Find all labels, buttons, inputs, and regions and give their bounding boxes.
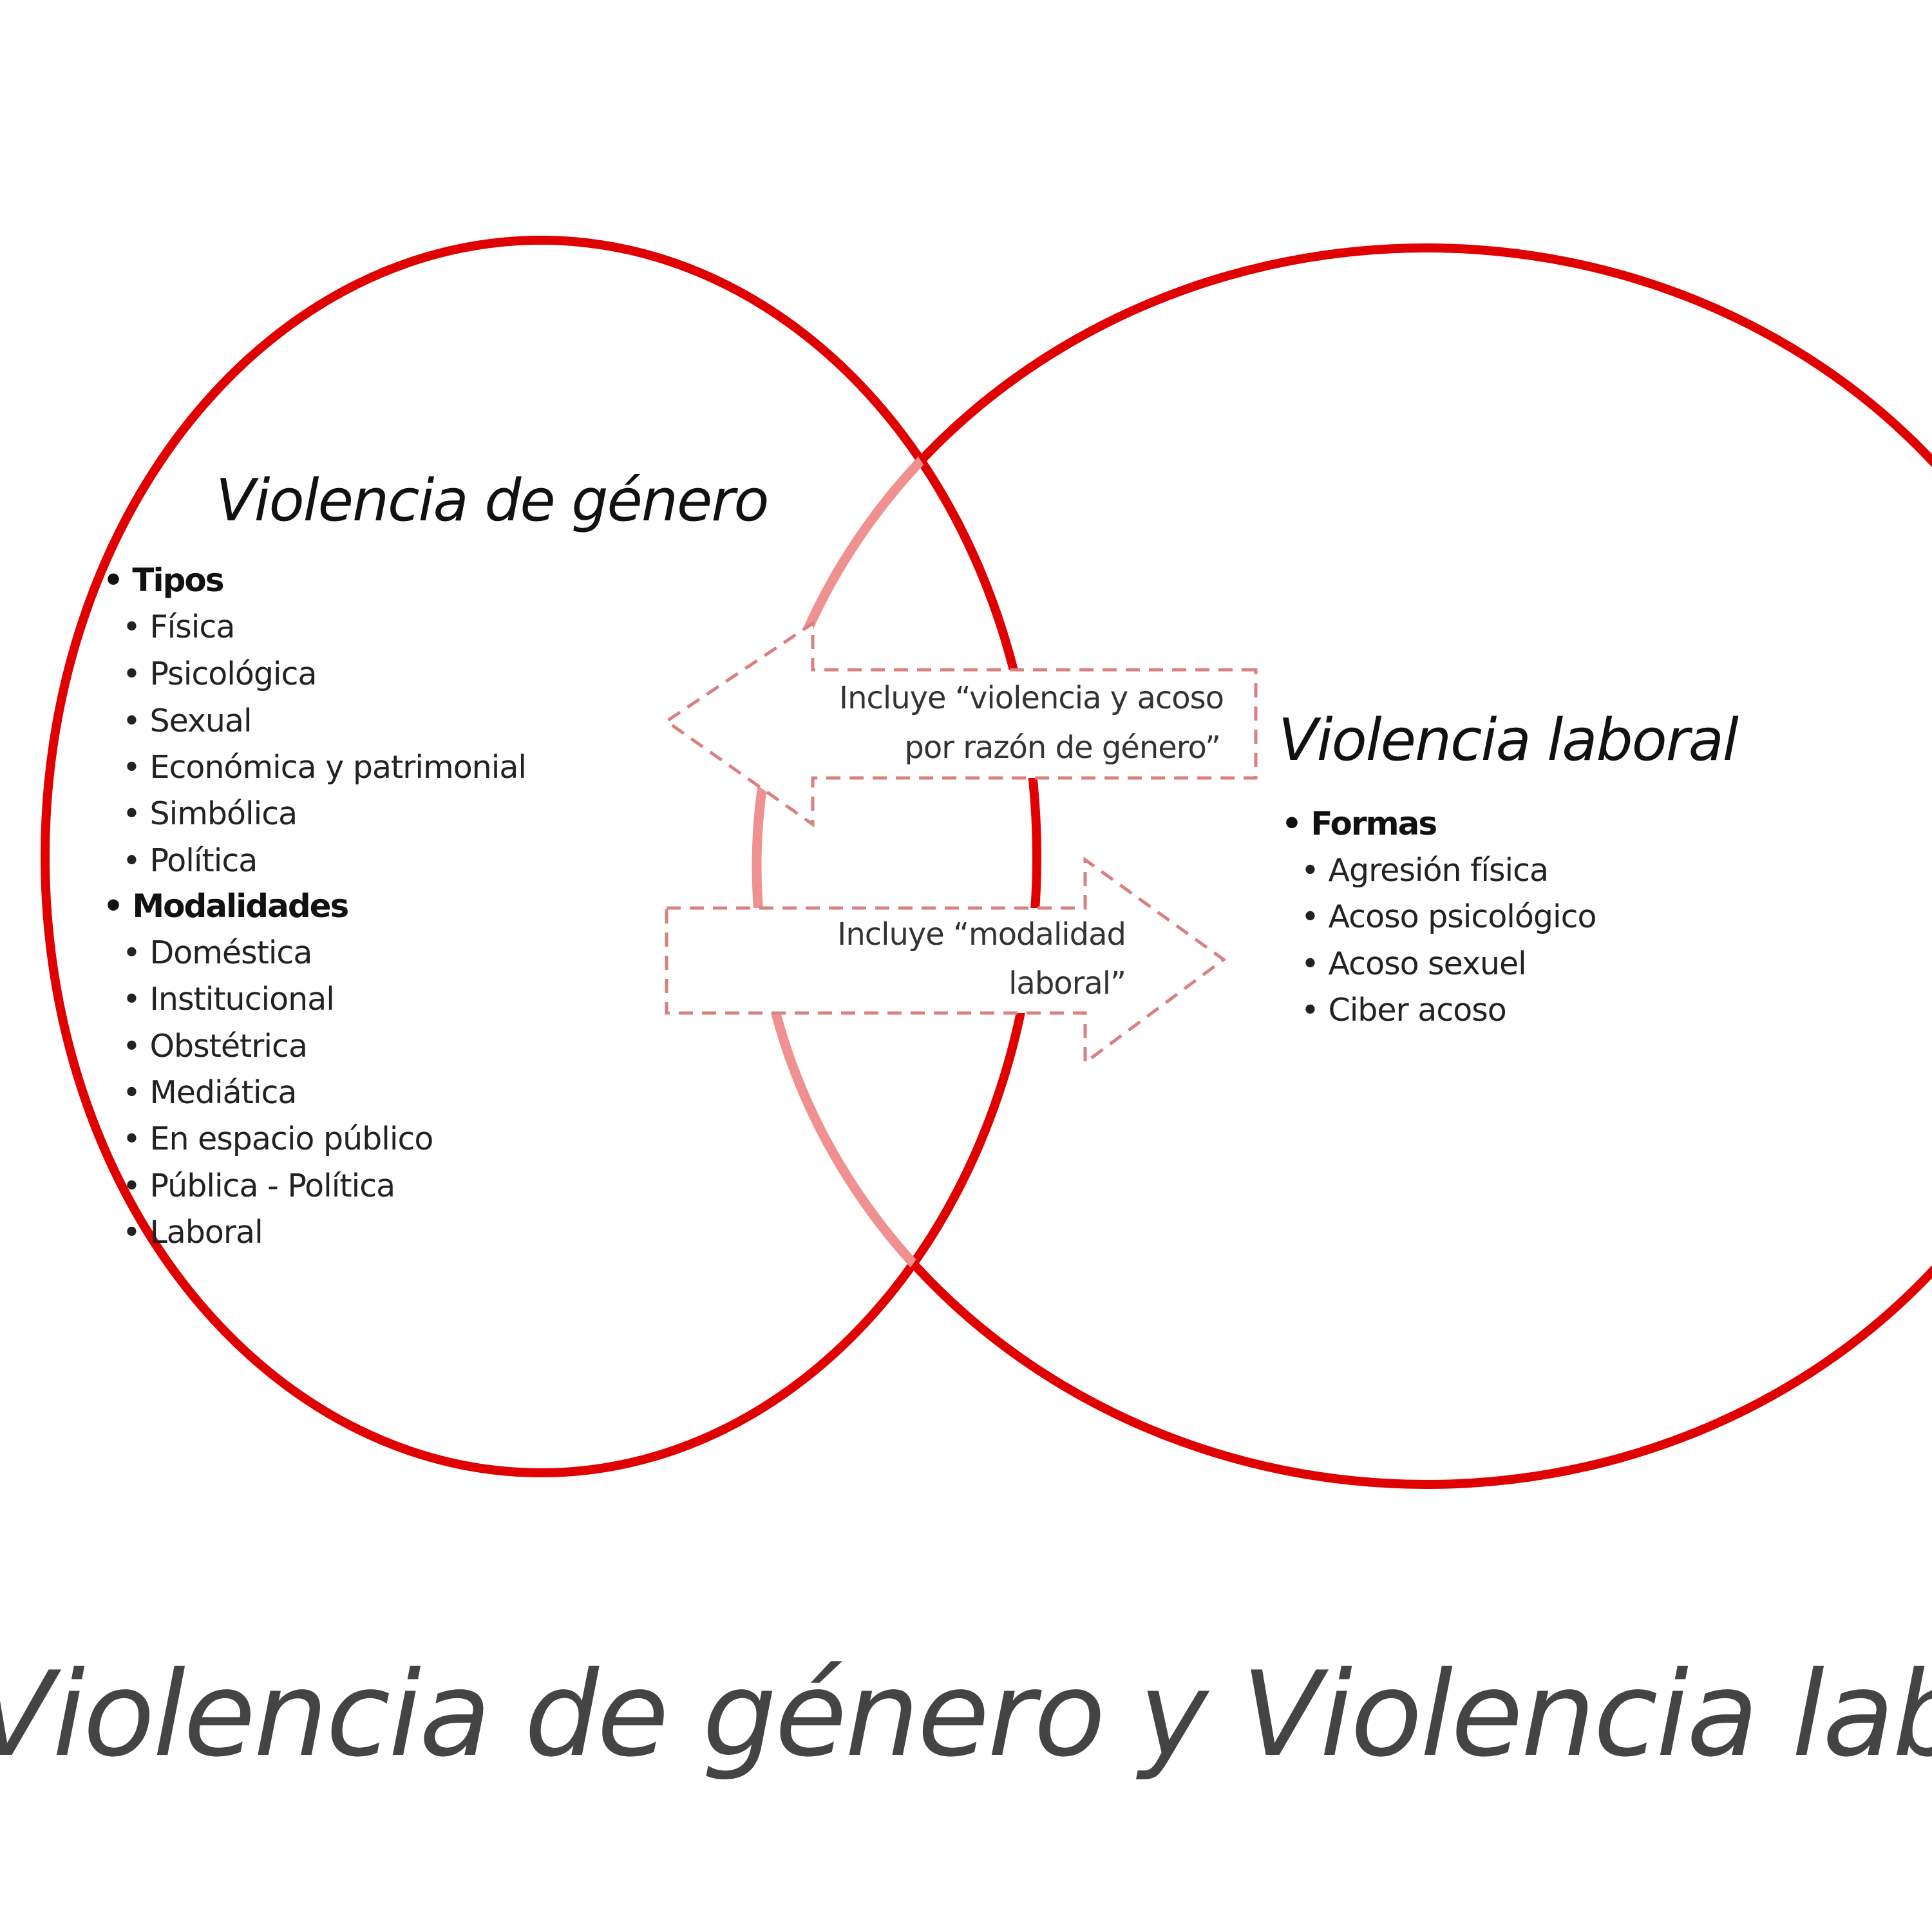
type-item: • Sexual [122,703,252,739]
type-item: • Psicológica [122,656,317,692]
type-item: • Física [122,609,234,645]
modality-item: • Obstétrica [122,1028,307,1065]
type-item: • Económica y patrimonial [122,749,526,786]
modalities-heading: • Modalidades [103,887,348,925]
form-item: • Ciber acoso [1301,992,1506,1028]
gender-violence-circle [41,236,1041,1477]
types-heading: • Tipos [103,562,223,599]
form-item: • Acoso sexuel [1301,945,1526,982]
modality-item: • Pública - Política [122,1168,395,1204]
gender-violence-title: Violencia de género [216,467,768,535]
arrow-left-shape [663,620,1258,828]
overlap-arc [752,243,1037,1473]
form-item: • Acoso psicológico [1301,898,1596,935]
form-item: • Agresión física [1301,852,1548,889]
modality-item: • En espacio público [122,1121,433,1157]
modality-item: • Institucional [122,981,334,1018]
arrow-left-text-line2: por razón de género” [904,730,1220,766]
arrow-right-text-line2: laboral” [1009,965,1126,1001]
arrow-right-shape [665,857,1227,1066]
arrow-right-text-line1: Incluye “modalidad [837,916,1126,952]
forms-heading: • Formas [1282,805,1436,842]
type-item: • Simbólica [122,795,297,832]
modality-item: • Laboral [122,1214,263,1251]
type-item: • Política [122,842,257,879]
caption: Violencia de género y Violencia laboral [0,1646,1932,1783]
modality-item: • Mediática [122,1074,296,1111]
labor-violence-title: Violencia laboral [1278,706,1739,774]
modality-item: • Doméstica [122,934,312,971]
arrow-left-text-line1: Incluye “violencia y acoso [839,680,1224,716]
